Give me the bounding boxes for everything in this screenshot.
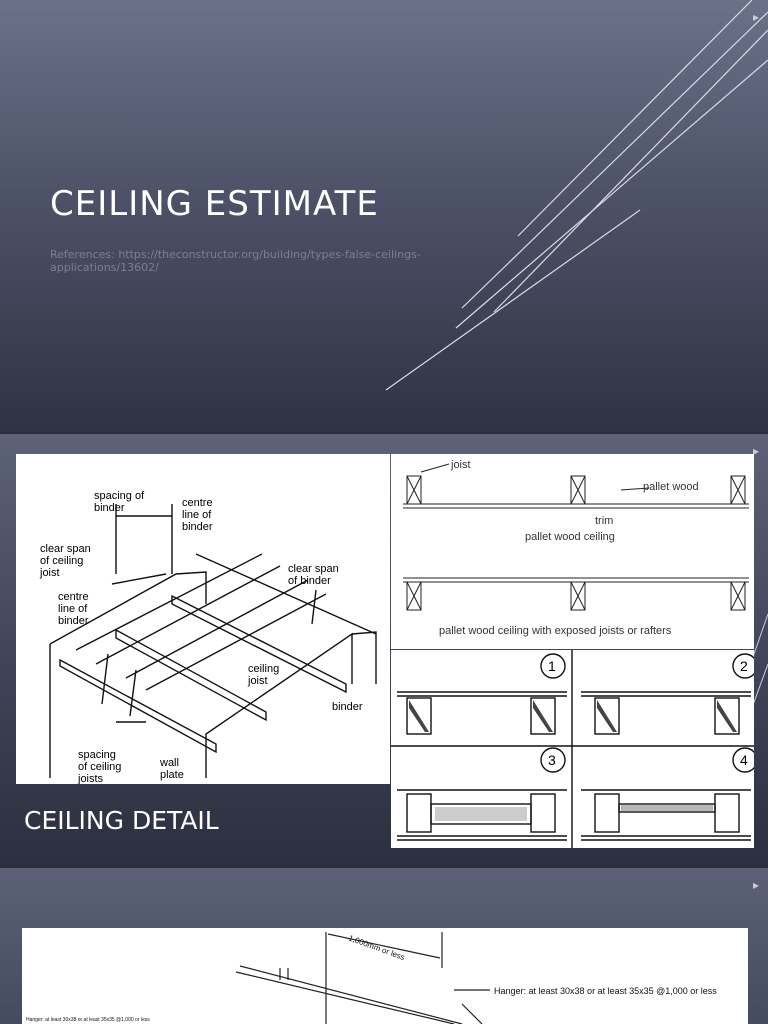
detail-number-2: 2 xyxy=(740,658,748,674)
label-binder: binder xyxy=(332,701,363,713)
slide-title: ▸ CEILING ESTIMATE References: https://t… xyxy=(0,0,768,432)
detail-number-4: 4 xyxy=(740,752,748,768)
references-text: References: https://theconstructor.org/b… xyxy=(50,248,421,274)
numbered-details-diagram: 1 2 3 4 xyxy=(391,650,758,848)
label-hanger-left: Hanger: at least 30x38 or at least 35x35… xyxy=(26,1017,150,1023)
chevron-right-icon: ▸ xyxy=(752,878,759,892)
caption-pallet-wood-ceiling: pallet wood ceiling xyxy=(525,531,615,543)
caption-exposed-joists: pallet wood ceiling with exposed joists … xyxy=(439,625,672,637)
hanger-diagram: 1,000mm or less Hanger: at least 30x38 o… xyxy=(22,928,748,1024)
slide-title-text: CEILING DETAIL xyxy=(24,806,219,835)
label-trim: trim xyxy=(595,515,613,527)
slide-ceiling-detail: ▸ xyxy=(0,434,768,866)
slide-hanger-detail: ▸ 1,000mm or less Hanger: at least 30x38… xyxy=(0,868,768,1024)
detail-number-1: 1 xyxy=(548,658,556,674)
label-hanger-right: Hanger: at least 30x38 or at least 35x35… xyxy=(494,986,717,996)
decorative-lines xyxy=(385,0,768,391)
chevron-right-icon: ▸ xyxy=(752,444,759,458)
detail-number-3: 3 xyxy=(548,752,556,768)
label-joist: joist xyxy=(450,459,471,471)
label-pallet-wood: pallet wood xyxy=(643,481,699,493)
label-dimension: 1,000mm or less xyxy=(347,933,406,962)
chevron-right-icon: ▸ xyxy=(752,10,759,24)
slide-title-text: CEILING ESTIMATE xyxy=(50,184,379,224)
pallet-wood-diagram: joist pallet wood trim pallet wood ceili… xyxy=(391,454,754,649)
